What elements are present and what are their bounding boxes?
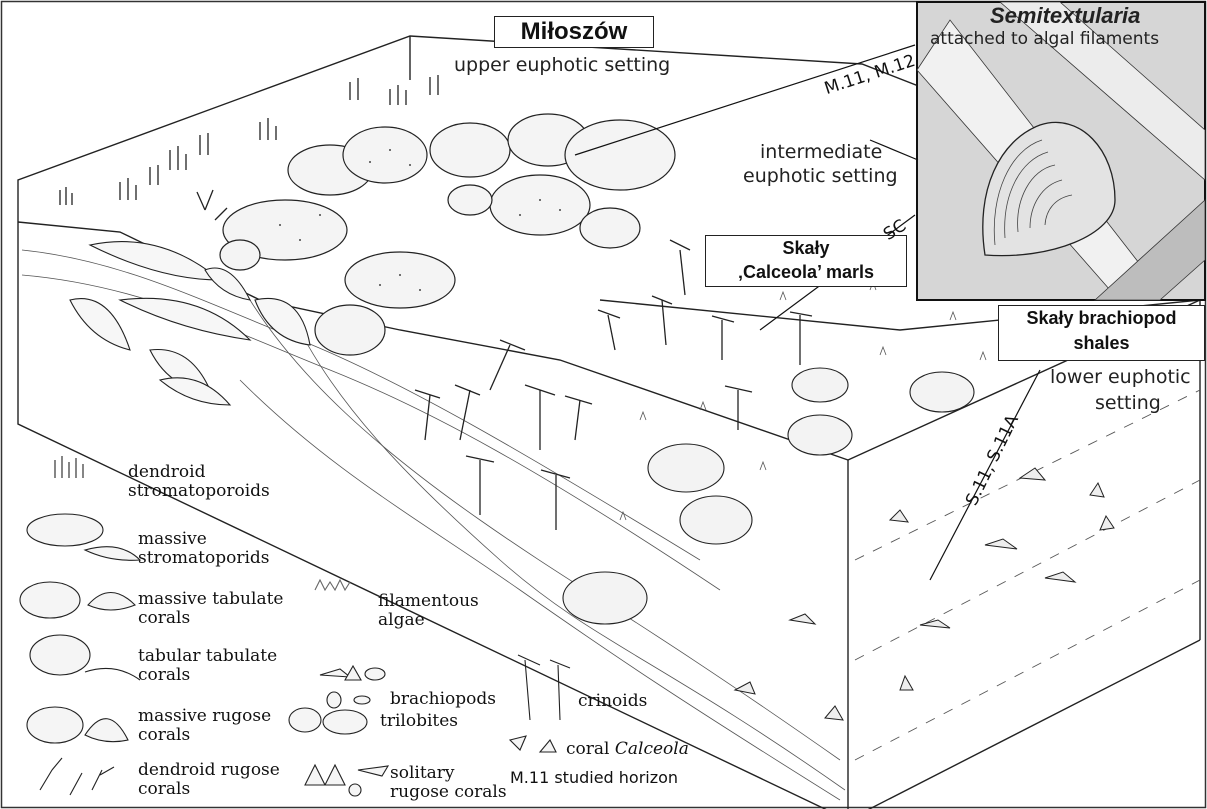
- legend-text-line1: trilobites: [380, 712, 458, 731]
- legend-item-dendroid-rugose: dendroid rugose corals: [138, 761, 280, 799]
- legend-item-tabular-tabulate: tabular tabulate corals: [138, 647, 277, 685]
- legend-text-line2: rugose corals: [390, 783, 507, 802]
- brachiopods-right-face: [735, 468, 1114, 720]
- label-lower-setting-1: lower euphotic: [1050, 368, 1191, 387]
- legend-text-line1: brachiopods: [390, 690, 496, 709]
- legend-text-line1: tabular tabulate: [138, 647, 277, 666]
- legend-item-coral-calceola: coral Calceola: [566, 740, 689, 759]
- legend-icons: [20, 456, 570, 796]
- brachiopod-box-line1: Skały brachiopod: [999, 306, 1204, 331]
- legend-text-line2: corals: [138, 666, 277, 685]
- title-box-miloszow: Miłoszów: [494, 16, 654, 48]
- legend-item-massive-stromatoporids: massive stromatoporids: [138, 530, 270, 568]
- legend-text-line1: crinoids: [578, 692, 647, 711]
- legend-item-crinoids: crinoids: [578, 692, 647, 711]
- right-face-strata: [855, 390, 1200, 760]
- inset-title: Semitextularia: [990, 4, 1140, 28]
- legend-text-line1: dendroid rugose: [138, 761, 280, 780]
- calceola-box-line2: ‚Calceola’ marls: [706, 260, 906, 284]
- brachiopod-box: Skały brachiopod shales: [998, 305, 1205, 361]
- legend-text-line1: solitary: [390, 764, 507, 783]
- legend-text-line2: stromatoporoids: [128, 482, 270, 501]
- legend-text-line1: M.11 studied horizon: [510, 768, 678, 787]
- tabular-corals: [563, 368, 974, 624]
- legend-text-line1: coral: [566, 739, 615, 759]
- legend-text-line1: dendroid: [128, 463, 270, 482]
- label-upper-setting: upper euphotic setting: [454, 56, 670, 75]
- legend-item-studied-horizon: M.11 studied horizon: [510, 768, 678, 787]
- calceola-box-line1: Skały: [706, 236, 906, 260]
- legend-text-line1: massive tabulate: [138, 590, 283, 609]
- legend-text-line1: filamentous: [378, 592, 479, 611]
- label-intermediate-2: euphotic setting: [743, 167, 898, 186]
- inset-subtitle: attached to algal filaments: [930, 30, 1159, 49]
- legend-item-filamentous-algae: filamentous algae: [378, 592, 479, 630]
- calceola-box: Skały ‚Calceola’ marls: [705, 235, 907, 287]
- legend-text-line2: stromatoporids: [138, 549, 270, 568]
- legend-text-line2: corals: [138, 609, 283, 628]
- legend-text-line2: algae: [378, 611, 479, 630]
- brachiopod-box-line2: shales: [999, 331, 1204, 356]
- legend-item-trilobites: trilobites: [380, 712, 458, 731]
- legend-item-massive-rugose: massive rugose corals: [138, 707, 271, 745]
- legend-item-solitary-rugose: solitary rugose corals: [390, 764, 507, 802]
- legend-text-line2: corals: [138, 780, 280, 799]
- legend-text-line1: massive: [138, 530, 270, 549]
- legend-item-massive-tabulate: massive tabulate corals: [138, 590, 283, 628]
- legend-item-brachiopods: brachiopods: [390, 690, 496, 709]
- label-intermediate-1: intermediate: [760, 143, 882, 162]
- legend-text-line1: massive rugose: [138, 707, 271, 726]
- label-lower-setting-2: setting: [1095, 394, 1161, 413]
- legend-text-line2: Calceola: [615, 739, 689, 759]
- legend-item-dendroid-stromatoporoids: dendroid stromatoporoids: [128, 463, 270, 501]
- legend-text-line2: corals: [138, 726, 271, 745]
